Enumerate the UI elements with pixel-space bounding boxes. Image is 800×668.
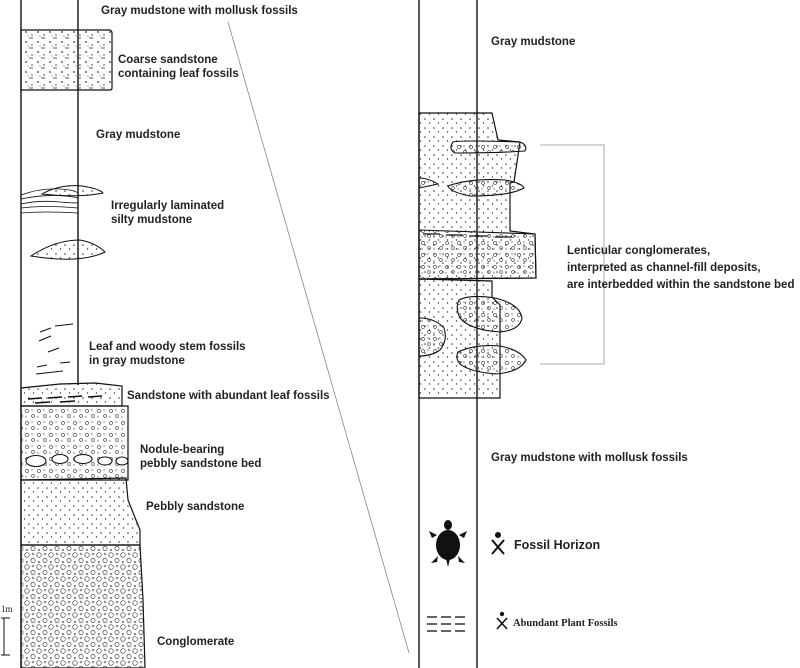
- label-pebbly-sandstone: Pebbly sandstone: [146, 501, 245, 513]
- label-irregularly-laminated: Irregularly laminated: [111, 200, 225, 212]
- sand-lens-lower: [29, 239, 106, 260]
- legend-fossil-horizon-label: Fossil Horizon: [514, 538, 601, 552]
- label-gray-mudstone-left: Gray mudstone: [96, 129, 181, 141]
- label-lenticular-2: interpreted as channel-fill deposits,: [567, 262, 761, 274]
- label-scale-1m: 1m: [1, 604, 13, 614]
- pebbly-sandstone-lower: [20, 477, 141, 546]
- legend-abundant-plant-fossils-label: Abundant Plant Fossils: [513, 618, 618, 629]
- scale-bar: [1, 617, 10, 656]
- correlation-line: [227, 21, 410, 654]
- label-nodule-bearing: Nodule-bearing: [140, 444, 225, 456]
- label-sandstone-leaf: Sandstone with abundant leaf fossils: [127, 390, 330, 402]
- lens-6: [456, 345, 527, 375]
- leaf-fossil-dashes: [27, 395, 103, 404]
- sand-lens-upper: [40, 185, 104, 197]
- leaf-stem-fossils: [35, 323, 74, 375]
- nodules: [25, 453, 129, 468]
- lens-3: [447, 179, 525, 197]
- fossil-horizon-icon-small: [496, 611, 508, 630]
- band-dashes: [423, 233, 512, 238]
- label-leaf-woody-stem: Leaf and woody stem fossils: [89, 341, 246, 353]
- plant-fossil-dash-icon: [427, 616, 465, 632]
- label-pebbly-sandstone-bed: pebbly sandstone bed: [140, 458, 262, 470]
- lens-5: [418, 317, 446, 357]
- label-gray-mudstone-right: Gray mudstone: [491, 36, 576, 48]
- conglomerate-bed: [20, 544, 146, 668]
- lens-bracket: [540, 144, 605, 365]
- label-silty-mudstone: silty mudstone: [111, 214, 193, 226]
- sandstone-conglomerate-band: [418, 229, 537, 280]
- label-conglomerate: Conglomerate: [157, 636, 235, 648]
- pebbly-sandstone-bed: [20, 405, 129, 481]
- turtle-icon: [429, 520, 467, 567]
- right-column: [418, 0, 605, 668]
- coarse-sandstone-bed: [20, 29, 113, 91]
- lens-2: [418, 177, 440, 189]
- lens-4: [456, 295, 523, 333]
- label-lenticular-3: are interbedded within the sandstone bed: [567, 279, 795, 291]
- lens-1: [450, 140, 527, 154]
- left-column: [1, 0, 146, 668]
- fossil-horizon-icon: [491, 532, 505, 555]
- label-gray-mudstone-mollusk-right: Gray mudstone with mollusk fossils: [491, 452, 688, 464]
- legend: [427, 520, 508, 632]
- label-in-gray-mudstone: in gray mudstone: [89, 355, 185, 367]
- label-lenticular-1: Lenticular conglomerates,: [567, 245, 711, 257]
- label-coarse-sandstone: Coarse sandstone: [118, 54, 218, 66]
- label-gray-mudstone-mollusk-top: Gray mudstone with mollusk fossils: [101, 5, 298, 17]
- label-containing-leaf-fossils: containing leaf fossils: [118, 68, 239, 80]
